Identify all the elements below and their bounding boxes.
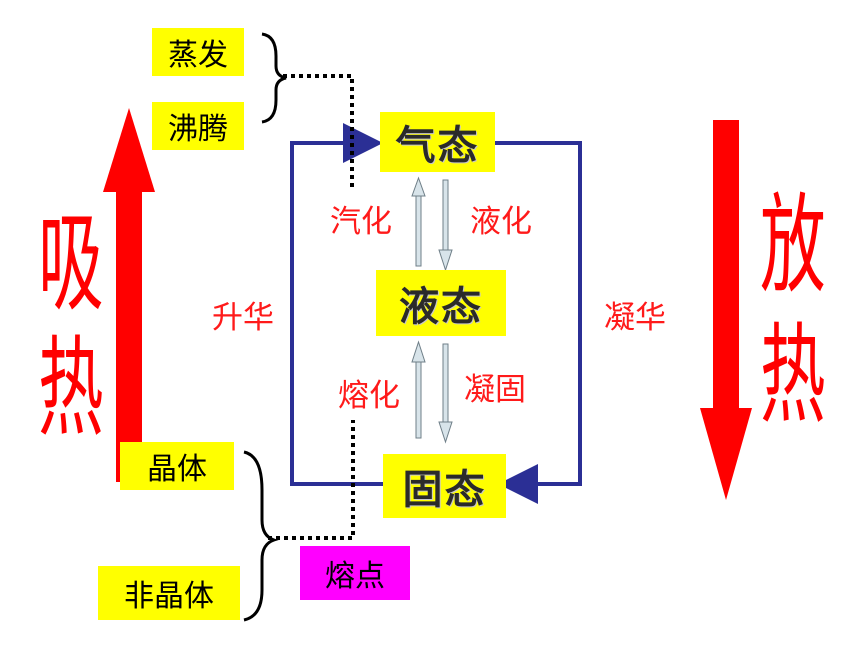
solidification-arrow [438,343,453,444]
solidification-label: 凝固 [464,372,526,408]
crystal-label: 晶体 [147,452,207,487]
gas-state-label: 气态 [395,123,480,169]
absorb-heat-char-2: 热 [38,325,104,452]
crystal-box: 晶体 [120,442,234,490]
solid-state-label: 固态 [402,467,487,513]
absorb-heat-arrow [103,108,155,482]
melting-point-connector [268,420,355,540]
amorphous-label: 非晶体 [124,579,214,614]
liquefaction-arrow [438,179,453,272]
absorb-heat-char-1: 吸 [38,200,104,327]
gas-state-box: 气态 [380,112,495,172]
melting-label: 熔化 [338,378,400,414]
deposition-label: 凝华 [604,300,666,336]
vaporization-arrow [411,176,426,267]
sublimation-label: 升华 [212,300,274,336]
melting-arrow [411,340,426,439]
solid-state-box: 固态 [383,454,506,518]
evaporation-box: 蒸发 [152,28,244,76]
sublimation-path [290,123,383,486]
boiling-label: 沸腾 [168,112,228,147]
evaporation-label: 蒸发 [168,38,228,73]
release-heat-char-1: 放 [760,182,826,309]
boiling-box: 沸腾 [152,102,244,150]
melting-point-label: 熔点 [325,559,385,594]
release-heat-char-2: 热 [760,312,826,439]
liquid-state-label: 液态 [399,284,483,330]
release-heat-arrow [700,120,752,500]
amorphous-box: 非晶体 [98,566,240,620]
brace-evaporation-boiling [261,32,287,124]
boiling-connector [283,74,354,190]
deposition-path [495,141,582,504]
liquefaction-label: 液化 [470,204,532,240]
vaporization-label: 汽化 [330,204,392,240]
liquid-state-box: 液态 [376,270,506,336]
brace-crystal-amorphous [243,450,279,622]
melting-point-box: 熔点 [300,546,410,600]
